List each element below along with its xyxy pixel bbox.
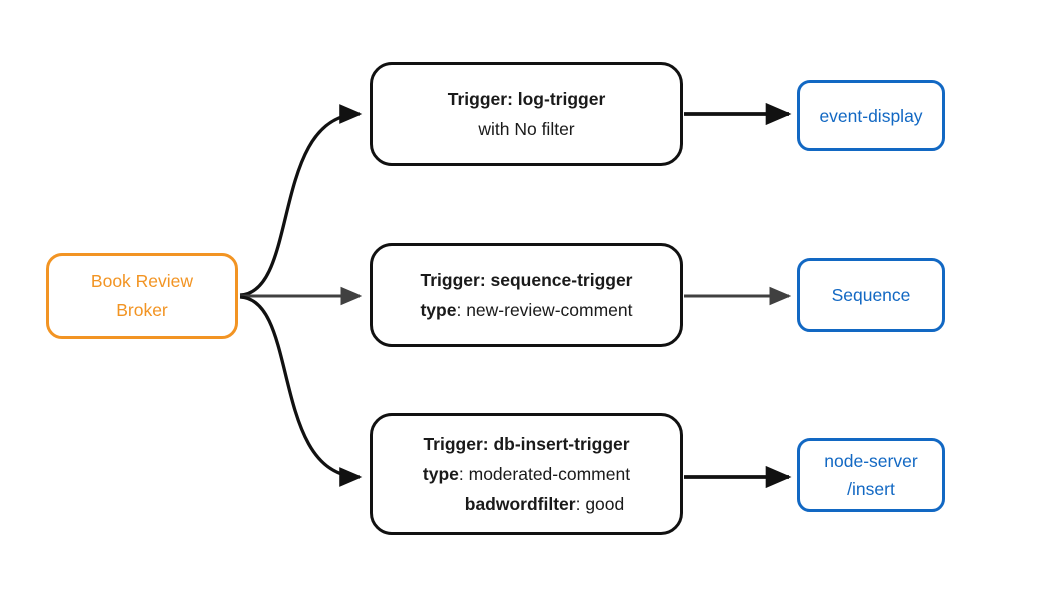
sink-node-sequence: Sequence xyxy=(797,258,945,332)
sink-label-line1: node-server xyxy=(824,451,918,471)
sink-label-line2: /insert xyxy=(847,479,895,499)
trigger-node-sequence-trigger: Trigger: sequence-trigger type: new-revi… xyxy=(370,243,683,347)
edge-broker-to-log-trigger xyxy=(239,104,363,297)
broker-label-line1: Book Review xyxy=(90,271,194,291)
trigger-attribute: type: new-review-comment xyxy=(420,295,632,325)
trigger-attribute-key: type xyxy=(420,300,457,320)
sink-node-node-server-insert: node-server /insert xyxy=(797,438,945,512)
trigger-subtitle: with No filter xyxy=(478,119,575,139)
broker-label-line2: Broker xyxy=(116,300,168,320)
trigger-attribute-key: badwordfilter xyxy=(464,494,576,514)
trigger-node-db-insert-trigger: Trigger: db-insert-trigger type: moderat… xyxy=(370,413,683,535)
broker-node: Book Review Broker xyxy=(46,253,238,339)
trigger-node-log-trigger: Trigger: log-trigger with No filter xyxy=(370,62,683,166)
trigger-attribute-value: : good xyxy=(575,494,625,514)
trigger-attribute-value: : new-review-comment xyxy=(456,300,633,320)
trigger-title: Trigger: log-trigger xyxy=(447,89,606,109)
trigger-attribute-key: type xyxy=(422,464,459,484)
trigger-title: Trigger: db-insert-trigger xyxy=(423,434,630,454)
edge-broker-to-db-insert-trigger xyxy=(239,295,363,487)
trigger-attribute-value: : moderated-comment xyxy=(458,464,631,484)
sink-label: Sequence xyxy=(831,285,911,305)
trigger-attribute: badwordfilter: good xyxy=(465,489,625,519)
trigger-attribute: type: moderated-comment xyxy=(423,459,630,489)
sink-label: event-display xyxy=(819,105,923,126)
trigger-title: Trigger: sequence-trigger xyxy=(420,270,633,290)
sink-node-event-display: event-display xyxy=(797,80,945,151)
